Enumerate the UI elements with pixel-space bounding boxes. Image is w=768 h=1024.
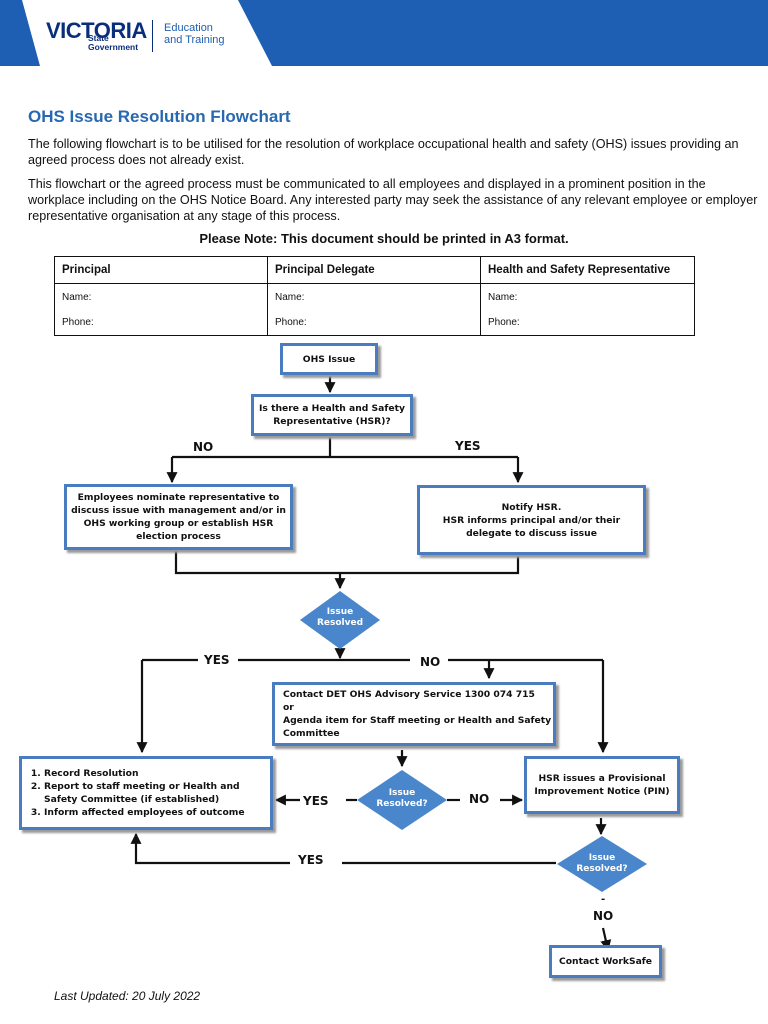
logo-divider [152,20,153,52]
diamond-3-text-b: Resolved? [576,864,627,874]
list-item: Inform affected employees of outcome [44,806,270,819]
intro-paragraph: The following flowchart is to be utilise… [28,137,739,167]
communication-paragraph: This flowchart or the agreed process mus… [28,177,758,223]
principal-contact-cell[interactable]: Name: Phone: [54,283,268,336]
issue-resolved-diamond-2 [357,770,447,830]
issue-resolved-diamond-3 [557,836,647,892]
print-note: Please Note: This document should be pri… [199,231,569,246]
logo-victoria: VICTORIA [46,18,147,43]
notify-hsr-box: Notify HSR. HSR informs principal and/or… [417,485,646,555]
contact-worksafe-box: Contact WorkSafe [549,945,662,978]
no-label-resolved-1: NO [420,655,441,669]
diamond-1-text-b: Resolved [317,618,363,628]
name-label: Name: [62,292,92,303]
ohs-issue-box: OHS Issue [280,343,378,375]
decision-diamonds [300,591,647,892]
logo-education-training: Education and Training [164,22,225,46]
no-label-resolved-3: NO [593,909,614,923]
logo-state-government: State Government [88,33,139,52]
name-label: Name: [488,292,518,303]
phone-label: Phone: [62,317,94,328]
page-title: OHS Issue Resolution Flowchart [28,107,291,126]
yes-label-resolved-2: YES [303,794,329,808]
record-resolution-list: Record Resolution Report to staff meetin… [26,767,270,819]
diamond-2-text-a: Issue [389,788,416,798]
last-updated: Last Updated: 20 July 2022 [54,989,201,1003]
no-label-hsr: NO [193,440,214,454]
diamond-3-text-a: Issue [589,853,616,863]
yes-label-hsr: YES [455,439,481,453]
phone-label: Phone: [275,317,307,328]
header-principal: Principal [54,256,268,284]
list-item: Report to staff meeting or Health and Sa… [44,780,270,806]
record-resolution-box: Record Resolution Report to staff meetin… [19,756,273,830]
dash-label: - [601,894,606,905]
no-label-resolved-2: NO [469,792,490,806]
diamond-2-text-b: Resolved? [376,799,427,809]
contacts-table: Principal Principal Delegate Health and … [54,256,695,336]
header-principal-delegate: Principal Delegate [267,256,481,284]
issue-resolved-diamond-1 [300,591,380,649]
yes-label-resolved-3: YES [298,853,324,867]
name-label: Name: [275,292,305,303]
contacts-table-row: Name: Phone: Name: Phone: Name: Phone: [54,283,695,336]
employees-nominate-box: Employees nominate representative to dis… [64,484,293,550]
yes-label-resolved-1: YES [204,653,230,667]
header-banner [0,0,768,66]
contact-det-box: Contact DET OHS Advisory Service 1300 07… [272,682,556,746]
hsr-contact-cell[interactable]: Name: Phone: [480,283,695,336]
diamond-1-text-a: Issue [327,607,354,617]
phone-label: Phone: [488,317,520,328]
list-item: Record Resolution [44,767,270,780]
delegate-contact-cell[interactable]: Name: Phone: [267,283,481,336]
